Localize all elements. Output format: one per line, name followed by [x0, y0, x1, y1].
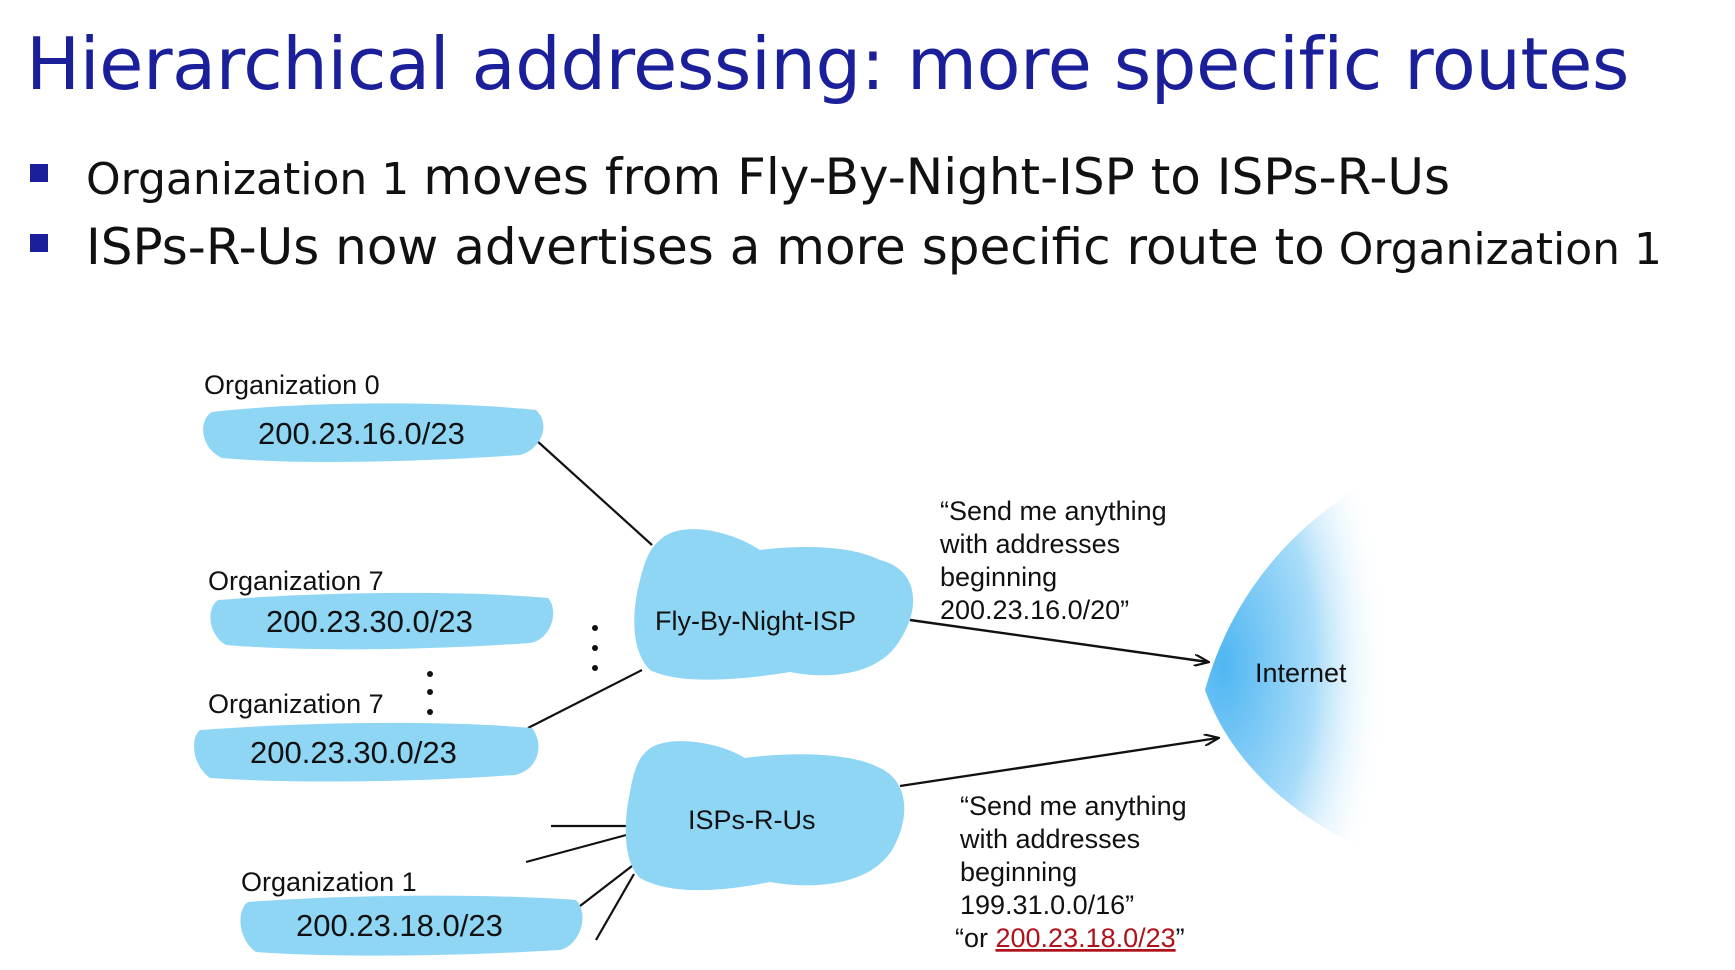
link-org0-fly [535, 439, 653, 546]
link-isps-d [595, 873, 635, 941]
org7-label: Organization 7 [208, 689, 384, 719]
bullet-square-icon [30, 234, 48, 252]
internet-label: Internet [1255, 658, 1347, 688]
fly-ad-line-1: “Send me anything [940, 496, 1167, 526]
bullet-2-text: ISPs-R-Us now advertises a more specific… [86, 218, 1325, 276]
internet-cloud [1205, 470, 1390, 860]
isps-r-us-cloud [625, 741, 905, 891]
org1-prefix: 200.23.18.0/23 [296, 908, 503, 943]
link-org1-isps [579, 865, 633, 907]
org2-prefix: 200.23.30.0/23 [266, 604, 473, 639]
fly-ad-line-4: 200.23.16.0/20” [940, 595, 1129, 625]
rus-ad-or-route: 200.23.18.0/23 [996, 923, 1176, 953]
org2-label: Organization 7 [208, 566, 384, 596]
isps-advertisement: “Send me anything with addresses beginni… [955, 791, 1187, 953]
org0-cloud [203, 403, 544, 462]
bullet-item-1: Organization 1 moves from Fly-By-Night-I… [30, 148, 1735, 218]
org0-label: Organization 0 [204, 370, 380, 400]
link-org7-fly [527, 669, 643, 729]
org0-prefix: 200.23.16.0/23 [258, 416, 465, 451]
rus-ad-line-3: beginning [960, 857, 1077, 887]
rus-ad-or-suffix: ” [1176, 923, 1185, 953]
rus-ad-line-4: 199.31.0.0/16” [960, 890, 1134, 920]
rus-ad-line-1: “Send me anything [960, 791, 1187, 821]
isps-to-internet-arrow [899, 738, 1218, 788]
org7-cloud [194, 722, 539, 782]
ellipsis-dots-center [592, 625, 598, 671]
ellipsis-dots-left [427, 671, 433, 715]
bullet-square-icon [30, 164, 48, 182]
bullet-1-text: moves from Fly-By-Night-ISP to ISPs-R-Us [423, 148, 1451, 206]
fly-advertisement: “Send me anything with addresses beginni… [939, 496, 1167, 625]
org1-cloud [240, 895, 583, 956]
fly-by-night-isp-cloud [634, 529, 914, 680]
org1-label: Organization 1 [241, 867, 417, 897]
org7-prefix: 200.23.30.0/23 [250, 735, 457, 770]
bullet-1-lead: Organization 1 [86, 154, 410, 205]
slide-title: Hierarchical addressing: more specific r… [26, 22, 1629, 106]
rus-ad-or-prefix: “or [955, 923, 996, 953]
bullet-2-org: Organization 1 [1338, 224, 1662, 275]
isps-r-us-label: ISPs-R-Us [688, 805, 816, 835]
bullet-item-2: ISPs-R-Us now advertises a more specific… [30, 218, 1735, 288]
link-isps-b [525, 832, 631, 864]
org2-cloud [210, 592, 554, 650]
rus-ad-line-2: with addresses [959, 824, 1140, 854]
fly-by-night-isp-label: Fly-By-Night-ISP [655, 606, 856, 636]
fly-to-internet-arrow [909, 618, 1208, 662]
fly-ad-line-2: with addresses [939, 529, 1120, 559]
fly-ad-line-3: beginning [940, 562, 1057, 592]
rus-ad-line-5: “or 200.23.18.0/23” [955, 923, 1185, 953]
